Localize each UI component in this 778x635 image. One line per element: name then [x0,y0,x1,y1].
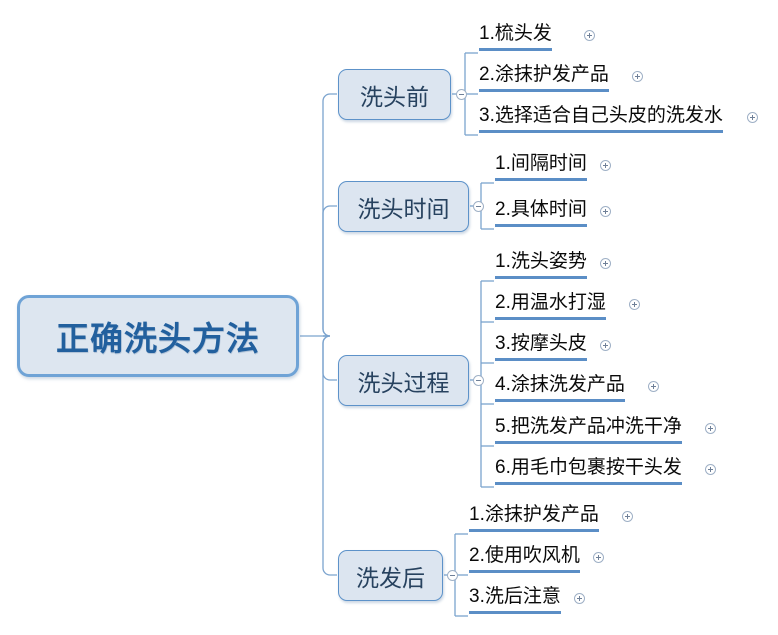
leaf-label-2-2: 2.具体时间 [495,199,587,220]
leaf-label-3-5: 5.把洗发产品冲洗干净 [495,416,682,437]
leaf-underline [495,317,606,320]
leaf-text-wrap: 5.把洗发产品冲洗干净 [495,415,682,448]
leaf-text-wrap: 3.按摩头皮 [495,332,587,365]
expand-toggle-1-1[interactable] [584,30,595,41]
leaf-label-3-6: 6.用毛巾包裹按干头发 [495,457,682,478]
leaf-text-wrap: 6.用毛巾包裹按干头发 [495,456,682,489]
leaf-text-wrap: 3.选择适合自己头皮的洗发水 [479,104,723,137]
leaf-label-3-1: 1.洗头姿势 [495,251,587,272]
leaf-text-wrap: 4.涂抹洗发产品 [495,373,625,406]
leaf-label-3-2: 2.用温水打湿 [495,292,606,313]
spine-branch-4 [322,335,337,576]
root-node[interactable]: 正确洗头方法 [17,295,299,377]
expand-toggle-3-2[interactable] [629,299,640,310]
root-label: 正确洗头方法 [56,320,260,357]
collapse-toggle-branch-2[interactable] [473,201,484,212]
leaf-node-3-6[interactable]: 6.用毛巾包裹按干头发 [495,456,716,490]
leaf-node-1-3[interactable]: 3.选择适合自己头皮的洗发水 [479,104,758,138]
expand-toggle-3-1[interactable] [600,258,611,269]
leaf-label-4-1: 1.涂抹护发产品 [469,504,599,525]
branch-node-1[interactable]: 洗头前 [338,69,451,120]
expand-toggle-2-1[interactable] [600,160,611,171]
expand-toggle-4-2[interactable] [593,552,604,563]
leaf-label-2-1: 1.间隔时间 [495,153,587,174]
leaf-node-3-3[interactable]: 3.按摩头皮 [495,332,611,366]
leaf-text-wrap: 1.洗头姿势 [495,250,587,283]
spine-branch-1 [322,93,337,337]
collapse-toggle-branch-3[interactable] [473,375,484,386]
branch-label-3: 洗头过程 [357,369,450,396]
leaf-node-2-1[interactable]: 1.间隔时间 [495,152,611,186]
expand-toggle-3-6[interactable] [705,464,716,475]
leaf-text-wrap: 2.用温水打湿 [495,291,606,324]
expand-toggle-1-3[interactable] [747,112,758,123]
leaf-node-3-2[interactable]: 2.用温水打湿 [495,291,640,325]
leaf-label-4-3: 3.洗后注意 [469,586,561,607]
leaf-underline [469,570,580,573]
leaf-node-2-2[interactable]: 2.具体时间 [495,198,611,232]
branch-node-2[interactable]: 洗头时间 [338,181,469,232]
leaf-underline [495,441,682,444]
leaf-node-3-5[interactable]: 5.把洗发产品冲洗干净 [495,415,716,449]
leaf-text-wrap: 1.间隔时间 [495,152,587,185]
leaf-node-4-2[interactable]: 2.使用吹风机 [469,544,604,578]
expand-toggle-2-2[interactable] [600,206,611,217]
leaf-underline [495,399,625,402]
leaf-underline [469,529,599,532]
leaf-text-wrap: 1.梳头发 [479,22,552,55]
leaf-text-wrap: 1.涂抹护发产品 [469,503,599,536]
leaf-underline [495,276,587,279]
leaf-node-1-1[interactable]: 1.梳头发 [479,22,595,56]
collapse-toggle-branch-1[interactable] [456,89,467,100]
leaf-node-3-4[interactable]: 4.涂抹洗发产品 [495,373,659,407]
leaf-text-wrap: 2.具体时间 [495,198,587,231]
expand-toggle-4-3[interactable] [574,593,585,604]
collapse-toggle-branch-4[interactable] [447,570,458,581]
leaf-node-1-2[interactable]: 2.涂抹护发产品 [479,63,643,97]
expand-toggle-1-2[interactable] [632,71,643,82]
leaf-label-1-2: 2.涂抹护发产品 [479,64,609,85]
leaf-text-wrap: 2.使用吹风机 [469,544,580,577]
branch-label-4: 洗发后 [356,564,425,591]
leaf-underline [479,130,723,133]
leaf-underline [495,358,587,361]
expand-toggle-3-4[interactable] [648,381,659,392]
leaf-text-wrap: 3.洗后注意 [469,585,561,618]
leaf-label-1-1: 1.梳头发 [479,23,552,44]
spine-branch-2 [322,205,337,337]
branch-label-2: 洗头时间 [357,195,450,222]
branch-label-1: 洗头前 [360,83,429,110]
leaf-underline [479,89,609,92]
leaf-label-3-3: 3.按摩头皮 [495,333,587,354]
leaf-node-4-3[interactable]: 3.洗后注意 [469,585,585,619]
leaf-underline [495,482,682,485]
leaf-node-3-1[interactable]: 1.洗头姿势 [495,250,611,284]
branch-node-4[interactable]: 洗发后 [338,550,443,601]
expand-toggle-3-3[interactable] [600,340,611,351]
leaf-underline [495,224,587,227]
leaf-label-4-2: 2.使用吹风机 [469,545,580,566]
leaf-label-1-3: 3.选择适合自己头皮的洗发水 [479,105,723,126]
leaf-label-3-4: 4.涂抹洗发产品 [495,374,625,395]
leaf-underline [479,48,552,51]
leaf-text-wrap: 2.涂抹护发产品 [479,63,609,96]
branch-node-3[interactable]: 洗头过程 [338,355,469,406]
leaf-underline [469,611,561,614]
expand-toggle-4-1[interactable] [622,511,633,522]
spine-branch-3 [322,335,337,381]
expand-toggle-3-5[interactable] [705,423,716,434]
leaf-node-4-1[interactable]: 1.涂抹护发产品 [469,503,633,537]
leaf-underline [495,178,587,181]
